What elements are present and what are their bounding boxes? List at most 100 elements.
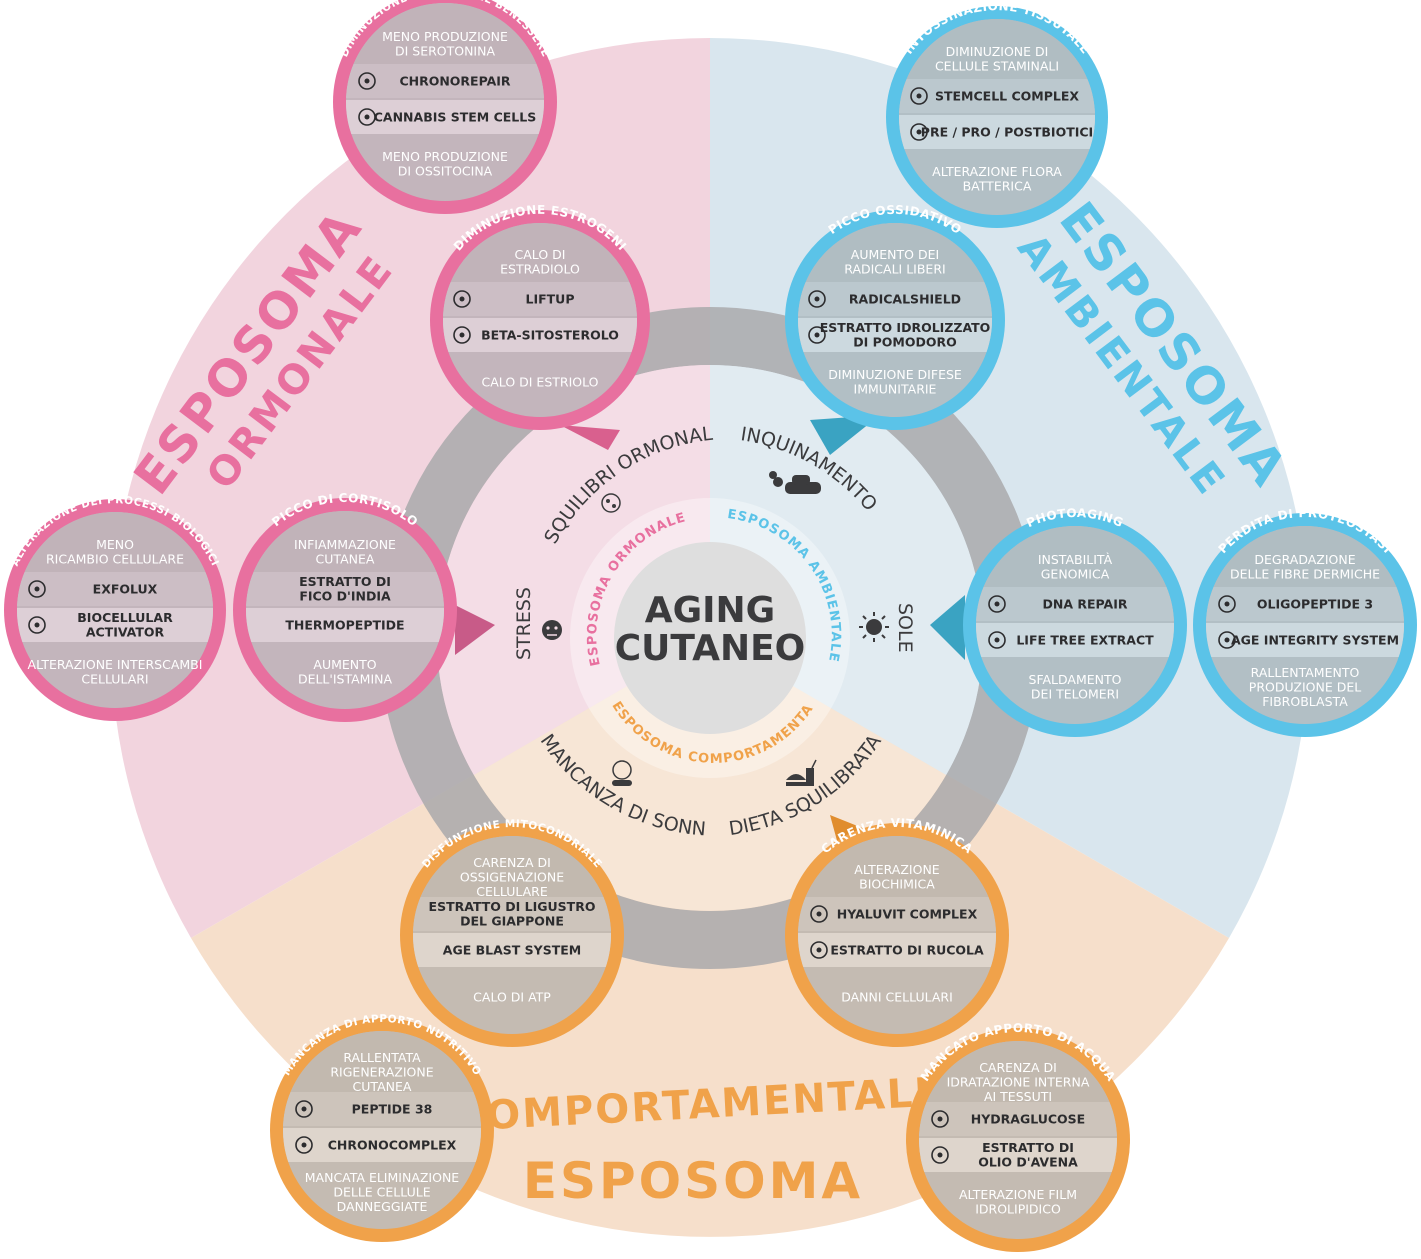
cell-icon (28, 616, 46, 634)
product-band-1 (246, 572, 444, 606)
center-disc (614, 542, 806, 734)
hexagon-icon (1218, 595, 1236, 613)
rucola-icon (810, 941, 828, 959)
leaf-icon (358, 108, 376, 126)
dna-icon (988, 595, 1006, 613)
drops-icon (810, 905, 828, 923)
product-band-1 (346, 64, 544, 98)
sleepless-person-icon (612, 760, 632, 786)
tree-icon (988, 631, 1006, 649)
bubble-bottom-text: CALO DI ESTRIOLO (482, 374, 599, 389)
product-band-2 (443, 318, 637, 352)
biotic-icon (910, 123, 928, 141)
bubble-product-1: DNA REPAIR (1043, 596, 1128, 611)
moon-sparkle-icon (358, 72, 376, 90)
product-band-1 (899, 79, 1095, 113)
bubble-product-1: OLIGOPEPTIDE 3 (1257, 596, 1373, 611)
product-band-1 (919, 1102, 1117, 1136)
product-band-1 (17, 572, 213, 606)
cube-icon (931, 1110, 949, 1128)
car-smoke-icon (769, 471, 821, 494)
product-band-2 (798, 933, 996, 967)
bubble-product-2: LIFE TREE EXTRACT (1016, 632, 1154, 647)
sprout-icon (453, 290, 471, 308)
product-band-1 (798, 897, 996, 931)
bubble-bottom-text: DANNI CELLULARI (841, 989, 953, 1004)
bubble-bottom-text: CALO DI ATP (473, 989, 551, 1004)
bubble-product-2: AGE INTEGRITY SYSTEM (1231, 632, 1399, 647)
product-band-2 (413, 933, 611, 967)
bubble-product-2: PRE / PRO / POSTBIOTICI (921, 124, 1093, 139)
product-band-1 (798, 282, 992, 316)
shield-icon (808, 290, 826, 308)
product-band-1 (283, 1092, 481, 1126)
bubble-product-1: EXFOLUX (93, 581, 158, 596)
hexagon-icon (295, 1100, 313, 1118)
ring-label-stress: STRESS (513, 587, 535, 660)
bubble-product-1: RADICALSHIELD (849, 291, 961, 306)
product-band-2 (798, 318, 992, 352)
product-band-1 (1206, 587, 1404, 621)
molecule-icon (453, 326, 471, 344)
bubble-product-2: CHRONOCOMPLEX (328, 1137, 457, 1152)
product-band-2 (246, 608, 444, 642)
bubble-product-1: LIFTUP (526, 291, 575, 306)
exfoliation-icon (28, 580, 46, 598)
tomato-icon (808, 326, 826, 344)
product-band-1 (443, 282, 637, 316)
jar-icon (295, 1136, 313, 1154)
bubble-product-2: CANNABIS STEM CELLS (374, 109, 536, 124)
bubble-product-1: HYDRAGLUCOSE (971, 1111, 1085, 1126)
product-band-2 (1206, 623, 1404, 657)
stress-face-icon (542, 620, 562, 640)
sun-icon (859, 612, 889, 642)
oat-icon (931, 1146, 949, 1164)
bubble-product-2: THERMOPEPTIDE (285, 617, 404, 632)
product-band-2 (919, 1138, 1117, 1172)
ring-label-sole: SOLE (894, 603, 916, 653)
bubble-product-2: BETA-SITOSTEROLO (481, 327, 619, 342)
product-band-2 (899, 115, 1095, 149)
product-band-1 (413, 897, 611, 931)
product-band-2 (346, 100, 544, 134)
bubble-product-1: PEPTIDE 38 (352, 1101, 433, 1116)
gear-icon (1218, 631, 1236, 649)
product-band-2 (976, 623, 1174, 657)
squilibri-icon (601, 493, 621, 513)
